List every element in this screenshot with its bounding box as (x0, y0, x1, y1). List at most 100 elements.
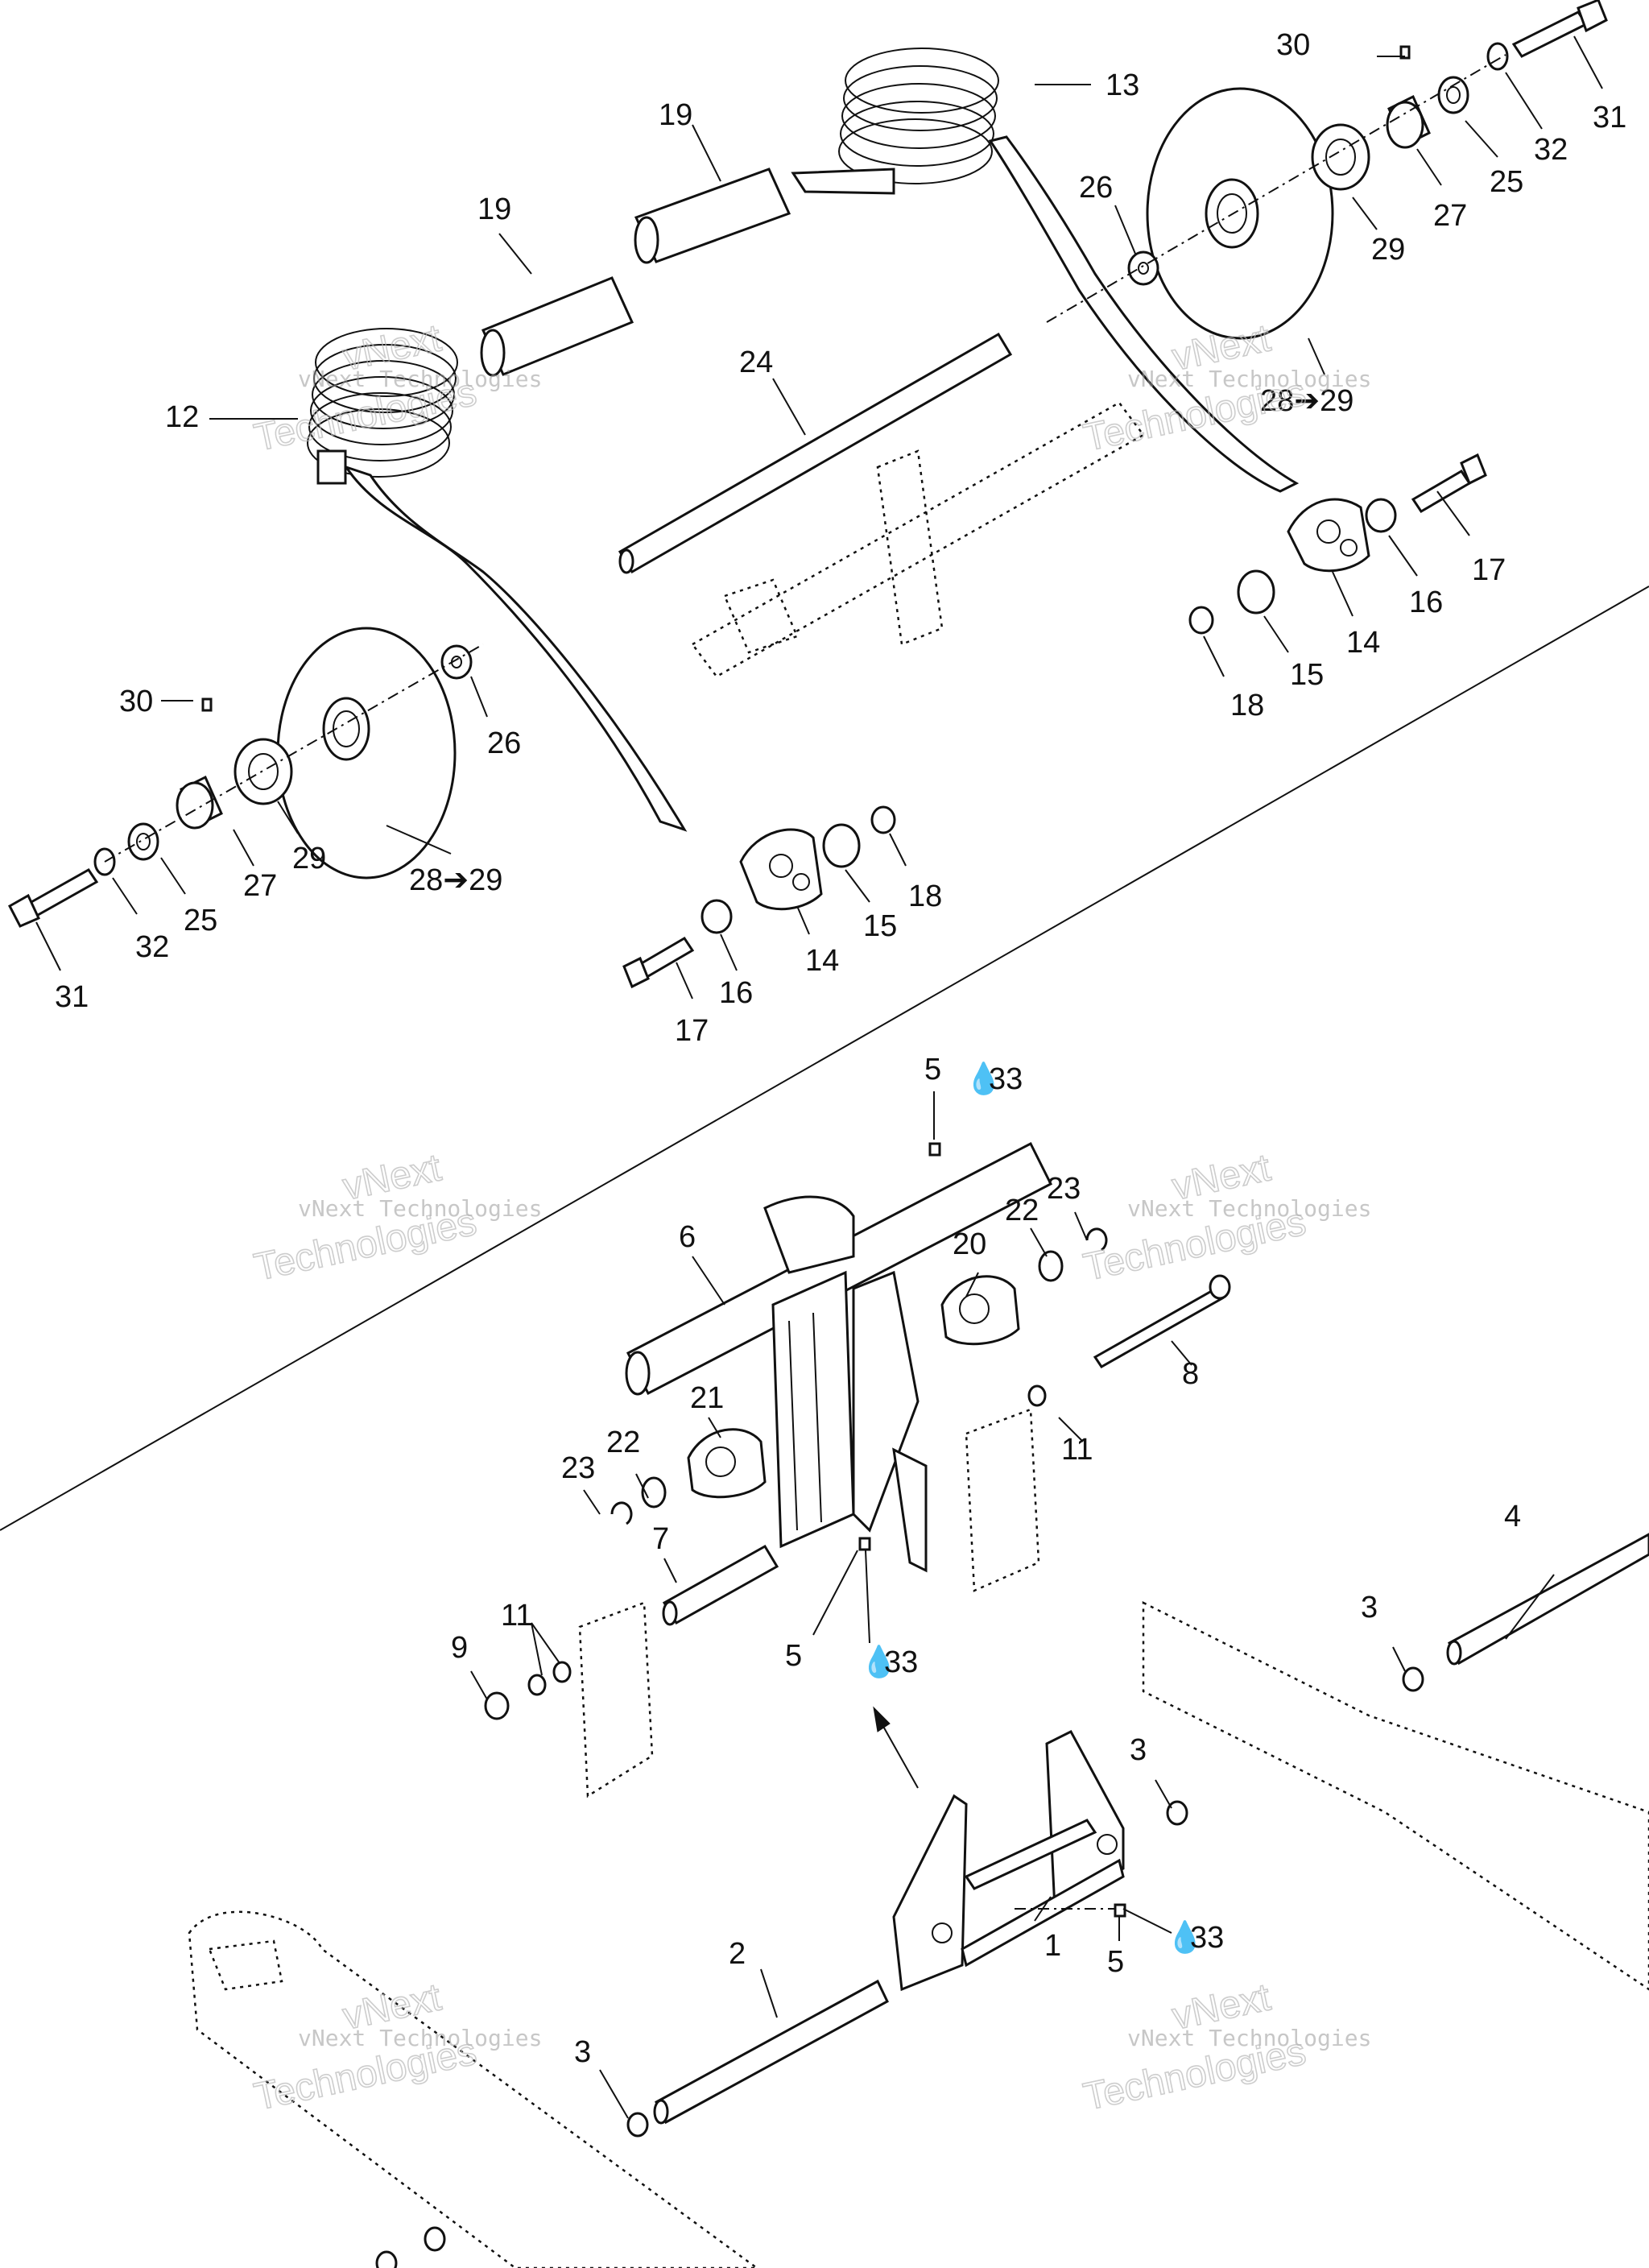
screw-17-right (1411, 453, 1487, 514)
rail-right (1142, 1600, 1649, 1991)
grease-fitting-5-mid (858, 1537, 871, 1551)
callout-3-left: 3 (574, 2035, 591, 2069)
callout-16-right: 16 (1409, 586, 1443, 619)
callout-8: 8 (1182, 1357, 1199, 1391)
callout-25-right: 25 (1490, 165, 1523, 199)
idler-wheel-left (276, 627, 457, 879)
callout-18-left: 18 (908, 879, 942, 913)
callout-22-left: 22 (606, 1426, 640, 1459)
washer-3-right-top (1402, 1666, 1424, 1692)
callout-16-left: 16 (719, 976, 753, 1010)
callout-24: 24 (739, 346, 773, 379)
callout-28-29-right: 28➔29 (1260, 384, 1354, 418)
slider-14-right (1287, 498, 1370, 573)
callout-5-top: 5 (924, 1053, 941, 1086)
callout-32-left: 32 (135, 930, 169, 964)
washer-3-left (626, 2112, 649, 2138)
grease-fitting-5-top (928, 1142, 941, 1157)
callout-33-mid: 33 (884, 1645, 918, 1679)
callout-17-left: 17 (675, 1014, 709, 1048)
callout-20: 20 (953, 1227, 986, 1261)
callout-30-right: 30 (1276, 28, 1310, 62)
callout-19-bottom: 19 (477, 192, 511, 226)
washer-26-left (440, 644, 473, 680)
callout-2: 2 (729, 1937, 746, 1971)
washer-3-right-mid (1166, 1800, 1188, 1826)
callout-26-left: 26 (487, 726, 521, 760)
watermark-4: vNext Technologies vNext Technologies (1079, 1146, 1371, 1290)
watermark-6: vNext Technologies vNext Technologies (1079, 1976, 1371, 2120)
callout-28-29-left: 28➔29 (409, 863, 502, 897)
svg-text:vNext Technologies: vNext Technologies (1127, 2025, 1371, 2051)
nut-9 (484, 1691, 510, 1720)
callout-3-right-top: 3 (1361, 1591, 1378, 1624)
shaft-4 (1446, 1533, 1649, 1666)
oil-drop-icon-top: 💧 (965, 1061, 1002, 1096)
callout-11-right: 11 (1061, 1433, 1093, 1467)
grease-fitting-5-low (1114, 1903, 1126, 1918)
callout-5-mid: 5 (785, 1639, 802, 1673)
callout-27-left: 27 (243, 869, 277, 903)
spacer-15-right (1237, 569, 1275, 615)
callout-22-right: 22 (1005, 1194, 1039, 1227)
swing-arm-body (763, 1195, 928, 1573)
lower-assembly (188, 1141, 1649, 2268)
callout-12: 12 (165, 400, 199, 434)
bearing-29-right (1311, 123, 1370, 191)
callout-31-left: 31 (55, 980, 89, 1014)
callout-5-low: 5 (1107, 1945, 1124, 1979)
callout-4: 4 (1504, 1500, 1521, 1533)
spring-13 (791, 48, 1300, 493)
washer-22-right (1038, 1250, 1064, 1282)
spacer-25-right (1437, 76, 1469, 114)
ghost-bracket-right (965, 1408, 1040, 1592)
callout-25-left: 25 (184, 904, 217, 937)
svg-text:vNext Technologies: vNext Technologies (298, 366, 542, 392)
rail-left (188, 1910, 759, 2268)
idler-wheel-right (1146, 87, 1334, 340)
callout-29-left: 29 (292, 842, 326, 875)
callout-3-right-mid: 3 (1130, 1733, 1147, 1767)
collar-27-right (1386, 94, 1431, 149)
spring-12 (307, 328, 688, 832)
bushing-16-right (1365, 498, 1397, 533)
svg-text:vNext Technologies: vNext Technologies (298, 2025, 542, 2051)
callout-21: 21 (690, 1381, 724, 1415)
leader-lines (35, 35, 1603, 2119)
nut-18-left (870, 805, 896, 834)
callout-11-left: 11 (501, 1599, 532, 1633)
washer-26-right (1127, 250, 1159, 286)
collar-27-left (176, 775, 223, 830)
callout-33-top: 33 (989, 1062, 1023, 1096)
bushing-16-left (701, 899, 733, 934)
watermark-5: vNext Technologies vNext Technologies (250, 1976, 542, 2120)
callout-32-right: 32 (1534, 133, 1568, 167)
svg-text:vNext Technologies: vNext Technologies (1127, 366, 1371, 392)
spacer-25-left (127, 822, 159, 861)
screw-17-left (622, 936, 695, 989)
ghost-bracket-left (578, 1601, 654, 1798)
callout-30-left: 30 (119, 685, 153, 718)
sleeve-19-upper (634, 168, 791, 264)
watermark-3: vNext Technologies vNext Technologies (250, 1146, 542, 1290)
callout-1: 1 (1044, 1929, 1061, 1963)
washer-11-right (1027, 1384, 1047, 1407)
washer-11-left-b (552, 1661, 572, 1683)
svg-text:vNext Technologies: vNext Technologies (298, 1195, 542, 1222)
direction-arrow (873, 1706, 919, 1789)
callout-6: 6 (679, 1220, 696, 1254)
spacer-15-left (822, 823, 861, 868)
shaft-24 (618, 332, 1013, 574)
callout-7: 7 (652, 1522, 669, 1556)
circlip-23-right (1085, 1227, 1108, 1252)
callout-23-left: 23 (561, 1451, 595, 1485)
bearing-29-left (234, 738, 293, 805)
callout-9: 9 (451, 1631, 468, 1665)
pivot-bracket-1 (892, 1730, 1125, 1992)
callout-23-right: 23 (1047, 1172, 1081, 1206)
callout-15-left: 15 (863, 909, 897, 943)
upper-assembly (8, 0, 1608, 989)
shaft-6 (625, 1141, 1053, 1396)
washer-22-left (641, 1476, 667, 1509)
